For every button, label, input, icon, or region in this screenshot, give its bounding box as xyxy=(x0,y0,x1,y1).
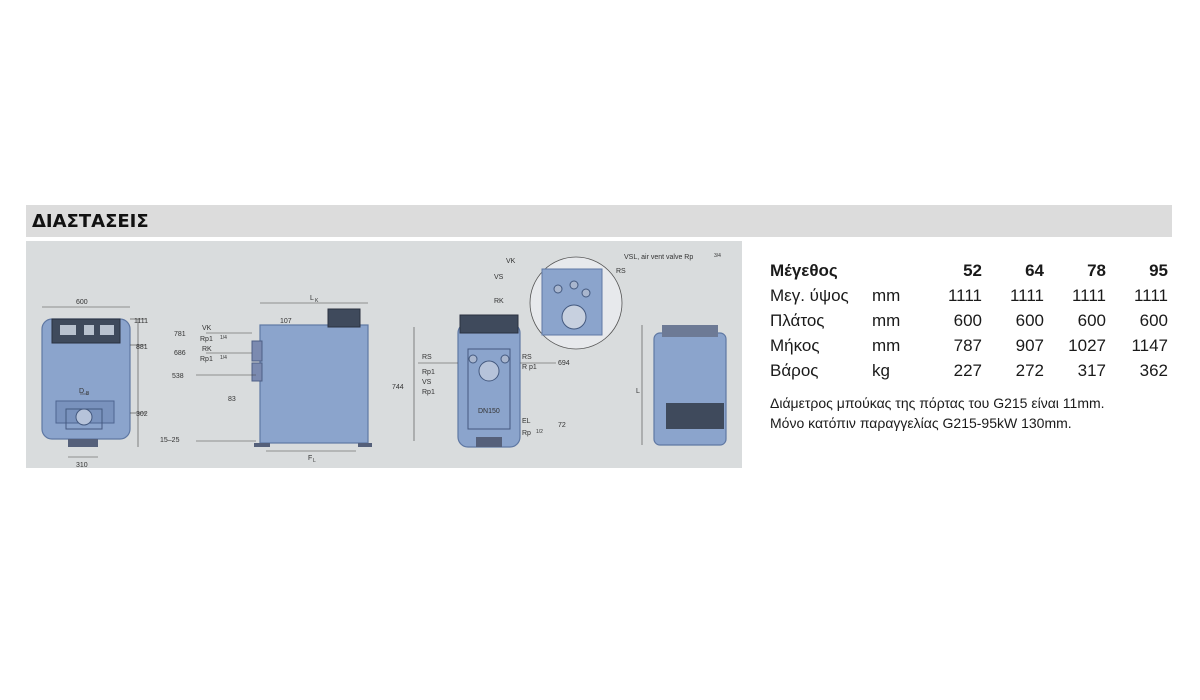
rear-half-label: 1/2 xyxy=(536,429,543,435)
row-label: Μήκος xyxy=(770,335,820,355)
row-value: 1027 xyxy=(1068,335,1106,355)
dim-781-label: 781 xyxy=(174,331,186,338)
detail-rk-label: RK xyxy=(494,298,504,305)
rear-rp1-right-label: R p1 xyxy=(522,364,537,371)
row-value: 600 xyxy=(1077,310,1106,330)
rear-view: RS Rp1 VS Rp1 RS R p1 694 744 DN150 EL R… xyxy=(392,314,570,448)
table-header-size: 52 xyxy=(963,260,982,280)
table-header-row: Μέγεθος 52 64 78 95 xyxy=(770,258,1168,283)
lk-label: L xyxy=(310,295,314,302)
specs-table: Μέγεθος 52 64 78 95 Μεγ. ύψος mm 1111 11… xyxy=(770,258,1168,383)
dim-881-label: 881 xyxy=(136,344,148,351)
rear-dim-744-label: 744 xyxy=(392,384,404,391)
table-header-size: 78 xyxy=(1087,260,1106,280)
row-value: 272 xyxy=(1015,360,1044,380)
row-label: Βάρος xyxy=(770,360,819,380)
table-header-label: Μέγεθος xyxy=(770,260,838,280)
row-unit: mm xyxy=(872,285,901,305)
rear-rs-right-label: RS xyxy=(522,354,532,361)
specs-section: Μέγεθος 52 64 78 95 Μεγ. ύψος mm 1111 11… xyxy=(770,258,1170,433)
row-value: 600 xyxy=(1015,310,1044,330)
rear-rs-left-label: RS xyxy=(422,354,432,361)
dim-db-sub-label: B xyxy=(86,391,90,397)
boiler-drawing-svg: 600 310 D B 302 881 1111 L K F L xyxy=(41,253,727,468)
table-row: Πλάτος mm 600 600 600 600 xyxy=(770,308,1168,333)
table-row: Μεγ. ύψος mm 1111 1111 1111 1111 xyxy=(770,283,1168,308)
fl-label: F xyxy=(308,455,312,462)
dim-302-label: 302 xyxy=(136,411,148,418)
dim-1111-label: 1111 xyxy=(134,318,148,325)
detail-vsl-frac-label: 3/4 xyxy=(714,253,721,259)
row-value: 1111 xyxy=(1071,285,1106,305)
note-door-diameter: Διάμετρος μπούκας της πόρτας του G215 εί… xyxy=(770,395,1105,411)
row-value: 1111 xyxy=(1133,285,1168,305)
dim-db-label: D xyxy=(79,388,84,395)
rear-vs-label: VS xyxy=(422,379,432,386)
row-value: 1111 xyxy=(947,285,982,305)
table-row: Βάρος kg 227 272 317 362 xyxy=(770,358,1168,383)
side-view: L K F L 107 83 781 686 538 15–25 VK Rp1 … xyxy=(160,295,372,464)
row-unit: mm xyxy=(872,335,901,355)
rp1-b-label: Rp1 xyxy=(200,356,213,363)
dim-83-label: 83 xyxy=(228,396,236,403)
row-label: Πλάτος xyxy=(770,310,825,330)
dim-538-label: 538 xyxy=(172,373,184,380)
table-row: Μήκος mm 787 907 1027 1147 xyxy=(770,333,1168,358)
table-header-unit xyxy=(872,258,920,283)
rear-dn150-label: DN150 xyxy=(478,408,500,415)
dim-base-label: 310 xyxy=(76,462,88,468)
row-value: 787 xyxy=(953,335,982,355)
table-header-size: 95 xyxy=(1149,260,1168,280)
rear-dim-694-label: 694 xyxy=(558,360,570,367)
row-value: 907 xyxy=(1015,335,1044,355)
row-label: Μεγ. ύψος xyxy=(770,285,849,305)
row-value: 317 xyxy=(1077,360,1106,380)
frac-b-label: 1/4 xyxy=(220,355,227,361)
row-value: 600 xyxy=(953,310,982,330)
frac-a-label: 1/4 xyxy=(220,335,227,341)
profile-l-label: L xyxy=(636,388,640,395)
front-view: 600 310 D B 302 881 1111 xyxy=(41,299,148,468)
table-header-size: 64 xyxy=(1025,260,1044,280)
detail-rs-label: RS xyxy=(616,268,626,275)
row-value: 362 xyxy=(1139,360,1168,380)
row-value: 1111 xyxy=(1009,285,1044,305)
row-value: 600 xyxy=(1139,310,1168,330)
detail-vsl-label: VSL, air vent valve Rp xyxy=(624,254,693,261)
rear-el-label: EL xyxy=(522,418,531,425)
note-order-only: Μόνο κατόπιν παραγγελίας G215-95kW 130mm… xyxy=(770,415,1072,431)
notes: Διάμετρος μπούκας της πόρτας του G215 εί… xyxy=(770,393,1170,433)
rp1-a-label: Rp1 xyxy=(200,336,213,343)
lk-sub-label: K xyxy=(315,298,319,304)
rk-label: RK xyxy=(202,346,212,353)
row-value: 227 xyxy=(953,360,982,380)
rear-rp-half-label: Rp xyxy=(522,430,531,437)
rear-rp1-left-label: Rp1 xyxy=(422,369,435,376)
vk-label: VK xyxy=(202,325,212,332)
row-unit: mm xyxy=(872,310,901,330)
technical-drawing: 600 310 D B 302 881 1111 L K F L xyxy=(26,241,742,468)
section-header: ΔΙΑΣΤΑΣΕΙΣ xyxy=(26,205,1172,237)
dim-686-label: 686 xyxy=(174,350,186,357)
rear-rp1-left2-label: Rp1 xyxy=(422,389,435,396)
dim-width-label: 600 xyxy=(76,299,88,306)
rear-dim-72-label: 72 xyxy=(558,422,566,429)
section-title: ΔΙΑΣΤΑΣΕΙΣ xyxy=(32,210,149,232)
row-unit: kg xyxy=(872,360,890,380)
detail-view: VK VS RK RS VSL, air vent valve Rp 3/4 xyxy=(494,253,721,350)
dim-107-label: 107 xyxy=(280,318,292,325)
detail-vk-label: VK xyxy=(506,258,516,265)
detail-vs-label: VS xyxy=(494,274,504,281)
fl-sub-label: L xyxy=(313,458,316,464)
dim-1525-label: 15–25 xyxy=(160,437,180,444)
profile-view: L xyxy=(636,325,727,446)
row-value: 1147 xyxy=(1131,335,1168,355)
